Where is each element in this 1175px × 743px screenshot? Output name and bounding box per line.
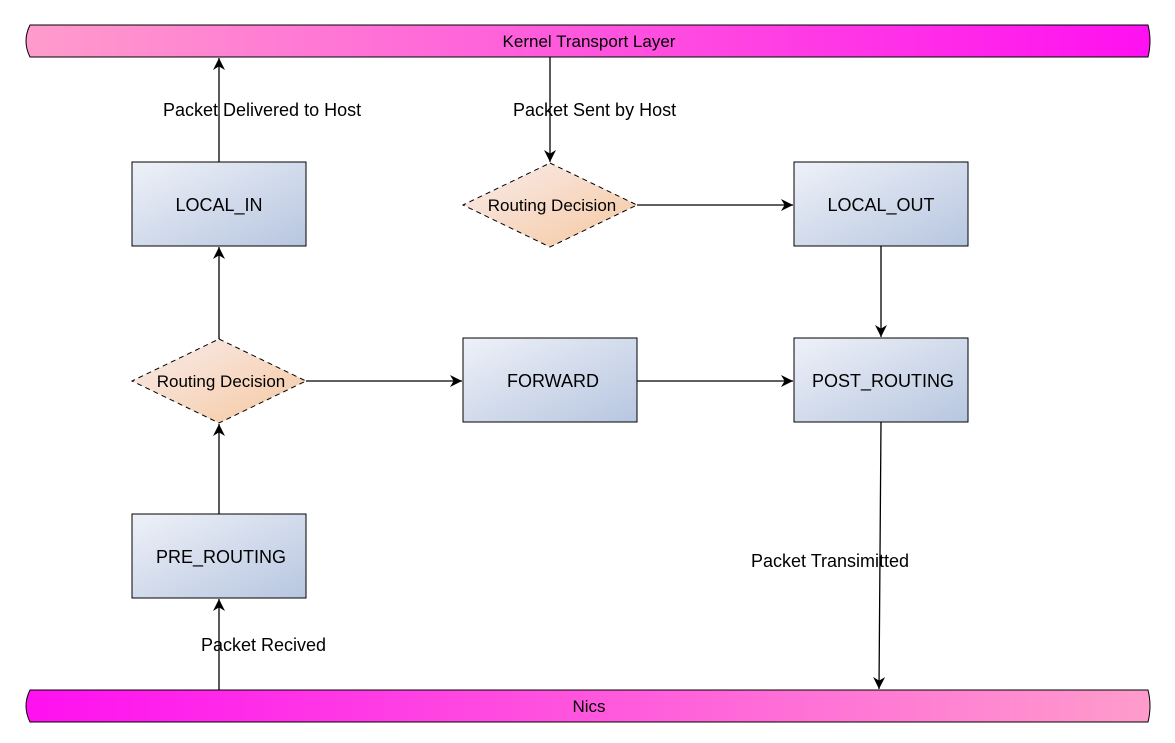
local-in-node: LOCAL_IN bbox=[131, 161, 307, 247]
kernel-transport-layer-shape bbox=[25, 24, 1151, 58]
nics-shape bbox=[25, 689, 1151, 723]
edge-label-delivered: Packet Delivered to Host bbox=[163, 100, 361, 120]
local-out-label: LOCAL_OUT bbox=[827, 195, 934, 216]
local-in-label: LOCAL_IN bbox=[175, 195, 262, 216]
pre-routing-label: PRE_ROUTING bbox=[156, 547, 286, 568]
forward-node: FORWARD bbox=[462, 337, 638, 423]
local-out-node: LOCAL_OUT bbox=[793, 161, 969, 247]
post-routing-node: POST_ROUTING bbox=[793, 337, 969, 423]
pre-routing-node: PRE_ROUTING bbox=[131, 513, 307, 599]
nics-label: Nics bbox=[572, 697, 605, 716]
forward-label: FORWARD bbox=[507, 371, 599, 391]
routing-decision-top-label: Routing Decision bbox=[488, 196, 617, 215]
connectors bbox=[213, 57, 887, 690]
post-routing-label: POST_ROUTING bbox=[812, 371, 954, 392]
routing-decision-left-label: Routing Decision bbox=[157, 372, 286, 391]
routing-decision-top-node: Routing Decision bbox=[461, 162, 639, 248]
edge-label-received: Packet Recived bbox=[201, 635, 326, 655]
routing-decision-left-node: Routing Decision bbox=[130, 338, 308, 424]
arrow-post-routing-to-nics bbox=[873, 421, 886, 690]
nics-bar: Nics bbox=[25, 689, 1151, 723]
edge-label-sent: Packet Sent by Host bbox=[513, 100, 676, 120]
kernel-transport-layer-label: Kernel Transport Layer bbox=[503, 32, 676, 51]
kernel-transport-layer-bar: Kernel Transport Layer bbox=[25, 24, 1151, 58]
edge-label-transmitted: Packet Transimitted bbox=[751, 551, 909, 571]
